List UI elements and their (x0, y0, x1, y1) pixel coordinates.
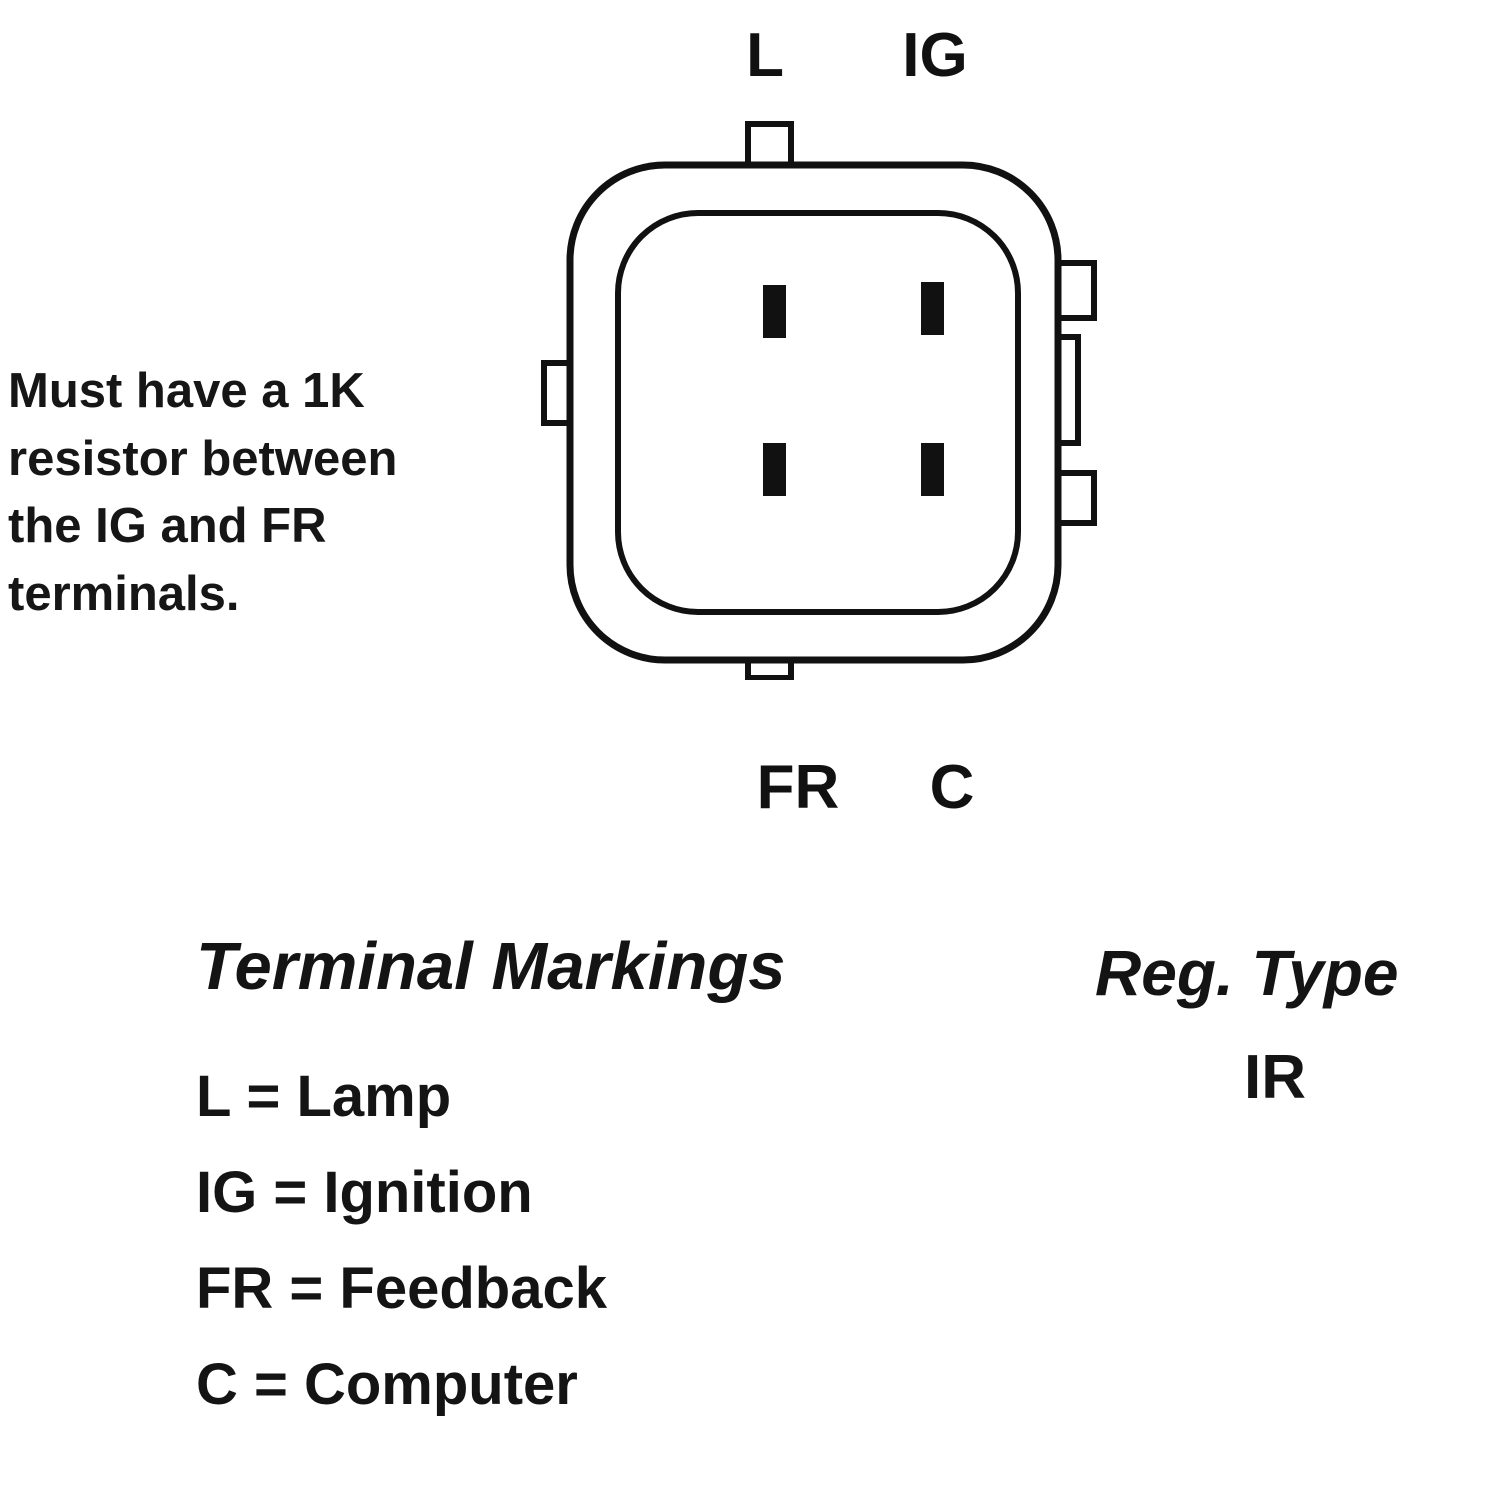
terminal-legend-list: L = Lamp IG = Ignition FR = Feedback C =… (196, 1068, 607, 1452)
connector-inner-face (615, 210, 1021, 615)
pin-label-fr: FR (756, 753, 840, 822)
pin-c-icon (921, 443, 944, 496)
connector-diagram (541, 121, 1097, 680)
legend-item-lamp: L = Lamp (196, 1064, 452, 1129)
reg-type-value: IR (1244, 1043, 1306, 1112)
legend-item-feedback: FR = Feedback (196, 1256, 607, 1321)
resistor-note: Must have a 1K resistor between the IG a… (8, 364, 398, 621)
reg-type-title: Reg. Type (1095, 937, 1399, 1009)
terminal-markings-title: Terminal Markings (196, 929, 786, 1004)
pin-label-l: L (746, 21, 784, 90)
legend-item-computer: C = Computer (196, 1352, 578, 1417)
pin-ig-icon (921, 282, 944, 335)
pin-l-icon (763, 285, 786, 338)
pin-label-ig: IG (902, 21, 968, 90)
pin-fr-icon (763, 443, 786, 496)
legend-item-ignition: IG = Ignition (196, 1160, 533, 1225)
pin-label-c: C (929, 753, 975, 822)
